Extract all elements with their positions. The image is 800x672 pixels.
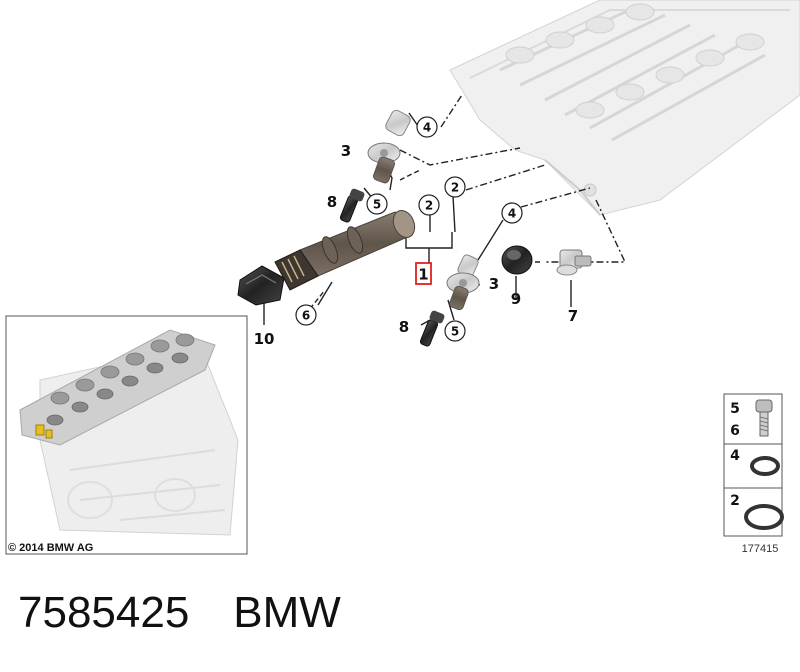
bolt-upper — [339, 188, 365, 223]
solenoid-upper — [367, 109, 411, 184]
callout-text: 5 — [451, 325, 459, 339]
callout-2-b: 2 — [444, 176, 466, 198]
sensor-part — [556, 249, 592, 276]
label-9: 9 — [511, 290, 521, 308]
label-3-top: 3 — [341, 142, 351, 160]
label-3-mid: 3 — [489, 275, 499, 293]
label-7: 7 — [568, 307, 578, 325]
callout-text: 2 — [425, 199, 433, 213]
legend-label: 5 — [730, 401, 740, 417]
label-10: 10 — [254, 330, 275, 348]
copyright-text: © 2014 BMW AG — [8, 542, 93, 554]
callout-text: 5 — [373, 198, 381, 212]
solenoid-lower — [446, 254, 480, 311]
callout-text: 1 — [418, 266, 428, 284]
legend-row-o-ring-large: 2 — [730, 493, 784, 530]
bolt-icon — [755, 399, 773, 437]
legend-row-o-ring-small: 4 — [730, 448, 780, 476]
callout-text: 6 — [302, 309, 310, 323]
callout-text: 4 — [508, 207, 516, 221]
legend-label: 6 — [730, 423, 740, 439]
sleeve-part — [237, 265, 285, 306]
legend-label: 2 — [730, 493, 740, 509]
callout-text: 4 — [423, 121, 431, 135]
central-valve — [274, 209, 416, 291]
callout-text: 2 — [451, 181, 459, 195]
legend-row-bolt: 5 6 — [730, 399, 773, 439]
callout-2-a: 2 — [418, 194, 440, 216]
engine-inset: © 2014 BMW AG — [5, 315, 248, 555]
cap-part — [501, 245, 533, 275]
callout-6: 6 — [295, 304, 317, 326]
o-ring-small-icon — [750, 456, 780, 476]
callout-1-highlight: 1 — [415, 262, 432, 285]
footer: 7585425 BMW — [18, 588, 385, 638]
legend-label: 4 — [730, 448, 740, 464]
callout-5-bottom: 5 — [444, 320, 466, 342]
engine-illustration — [19, 329, 239, 536]
part-number: 7585425 — [18, 588, 190, 637]
o-ring-large-icon — [744, 504, 784, 530]
cylinder-head-illustration — [449, 0, 800, 216]
label-8-bottom: 8 — [399, 318, 409, 336]
legend-box: 5 6 4 2 177415 — [723, 393, 784, 555]
brand-name: BMW — [233, 588, 341, 637]
callout-4-top: 4 — [416, 116, 438, 138]
callout-5-top: 5 — [366, 193, 388, 215]
callouts: 4 5 2 2 4 6 5 1 3 — [254, 116, 578, 348]
bolt-lower — [419, 310, 445, 347]
diagram-code: 177415 — [742, 543, 779, 555]
callout-4-mid: 4 — [501, 202, 523, 224]
label-8-top: 8 — [327, 193, 337, 211]
